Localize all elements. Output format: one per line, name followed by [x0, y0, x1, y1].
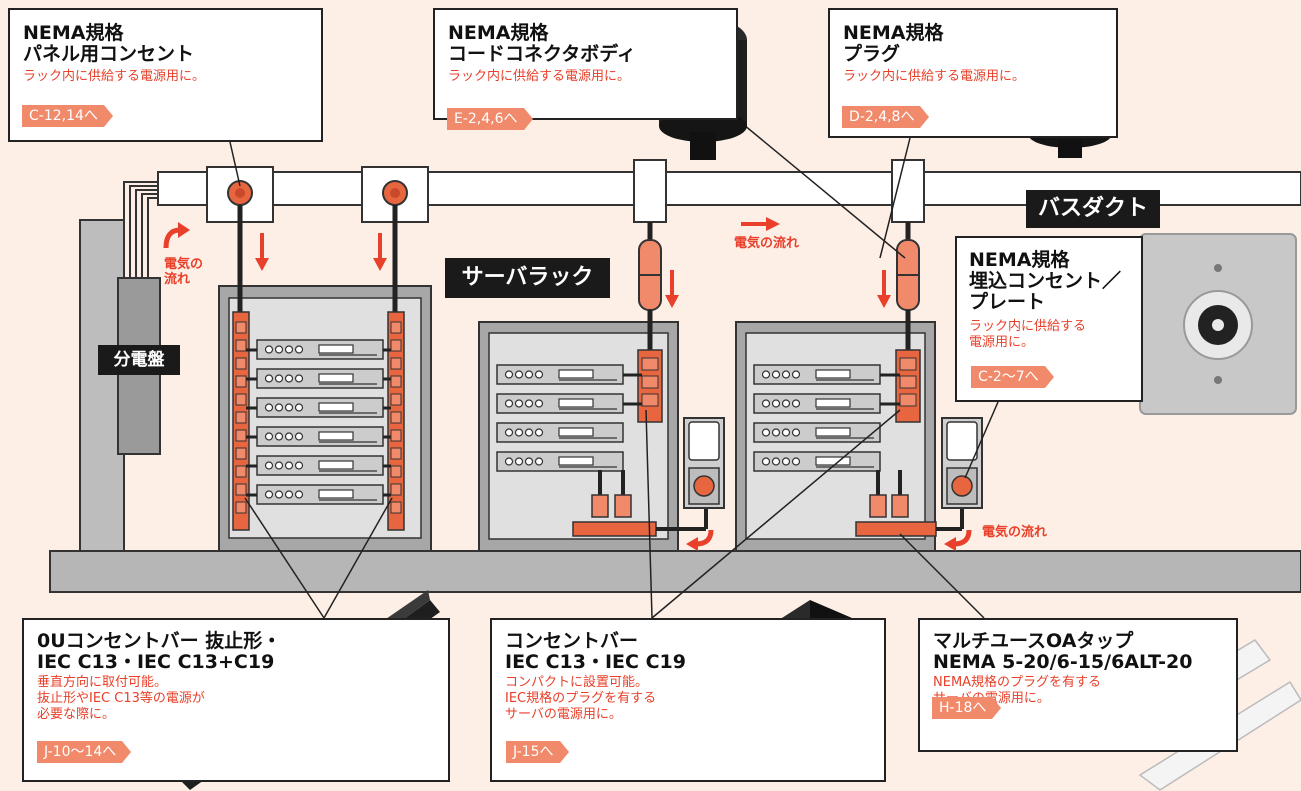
cord-title-2: コードコネクタボディ — [448, 43, 636, 65]
cord-title-1: NEMA規格 — [448, 22, 549, 44]
plug-title-1: NEMA規格 — [843, 22, 944, 44]
flow-label-left: 電気の流れ — [164, 257, 204, 287]
bar-page-tag[interactable]: J-15へ — [506, 741, 569, 763]
zero-u-desc-2: 抜止形やIEC C13等の電源が — [37, 691, 205, 706]
tag-arrow-icon — [103, 105, 113, 127]
multi-page-tag[interactable]: H-18へ — [932, 697, 1002, 719]
panel-title-1: NEMA規格 — [23, 22, 124, 44]
flow-arrows — [163, 217, 972, 551]
multi-title-1: マルチユースOAタップ — [933, 630, 1134, 652]
callout-cord-connector: NEMA規格 コードコネクタボディ ラック内に供給する電源用に。 — [433, 8, 738, 120]
panel-desc: ラック内に供給する電源用に。 — [23, 69, 206, 84]
tag-arrow-icon — [122, 741, 132, 763]
flush-title-3: プレート — [969, 291, 1046, 313]
flush-plate-illustration — [1139, 233, 1297, 415]
multi-title-2: NEMA 5-20/6-15/6ALT-20 — [933, 651, 1193, 673]
flush-desc-2: 電源用に。 — [969, 335, 1035, 350]
floor — [49, 550, 1301, 593]
bar-page-text: J-15へ — [506, 741, 560, 763]
plug-page-text: D-2,4,8へ — [842, 106, 921, 128]
flush-title-1: NEMA規格 — [969, 249, 1070, 271]
plug-desc: ラック内に供給する電源用に。 — [843, 69, 1026, 84]
zero-u-title-1: 0Uコンセントバー 抜止形・ — [37, 630, 282, 652]
zero-u-title-2: IEC C13・IEC C13+C19 — [37, 651, 275, 673]
panelboard-cabinet — [79, 219, 125, 552]
leader-lines — [229, 119, 999, 619]
flush-page-tag[interactable]: C-2〜7へ — [971, 366, 1054, 388]
plug-page-tag[interactable]: D-2,4,8へ — [842, 106, 930, 128]
plug-title-2: プラグ — [843, 43, 901, 65]
panel-page-text: C-12,14へ — [22, 105, 104, 127]
flush-desc-1: ラック内に供給する — [969, 319, 1087, 334]
cord-page-tag[interactable]: E-2,4,6へ — [447, 108, 533, 130]
zero-u-page-text: J-10〜14へ — [37, 741, 123, 763]
panel-title-2: パネル用コンセント — [23, 43, 195, 65]
busduct-label: バスダクト — [1026, 190, 1160, 228]
callout-multi-tap: マルチユースOAタップ NEMA 5-20/6-15/6ALT-20 NEMA規… — [918, 618, 1238, 752]
multi-desc-1: NEMA規格のプラグを有する — [933, 675, 1102, 690]
zero-u-desc-3: 必要な際に。 — [37, 707, 116, 722]
cord-desc: ラック内に供給する電源用に。 — [448, 69, 631, 84]
flow-label-mid: 電気の流れ — [734, 236, 800, 251]
cord-page-text: E-2,4,6へ — [447, 108, 524, 130]
bar-title-2: IEC C13・IEC C19 — [505, 651, 686, 673]
flush-title-2: 埋込コンセント／ — [969, 270, 1122, 292]
bar-desc-1: コンパクトに設置可能。 — [505, 675, 649, 690]
zero-u-desc-1: 垂直方向に取付可能。 — [37, 675, 168, 690]
callout-panel-receptacle: NEMA規格 パネル用コンセント ラック内に供給する電源用に。 — [8, 8, 323, 142]
tag-arrow-icon — [992, 697, 1002, 719]
bar-desc-3: サーバの電源用に。 — [505, 707, 622, 722]
tag-arrow-icon — [920, 106, 930, 128]
server-rack-label: サーバラック — [445, 258, 610, 298]
bar-desc-2: IEC規格のプラグを有する — [505, 691, 657, 706]
panelboard-label: 分電盤 — [98, 345, 180, 375]
panel-page-tag[interactable]: C-12,14へ — [22, 105, 113, 127]
tag-arrow-icon — [1044, 366, 1054, 388]
tag-arrow-icon — [523, 108, 533, 130]
callout-plug: NEMA規格 プラグ ラック内に供給する電源用に。 — [828, 8, 1118, 138]
tag-arrow-icon — [559, 741, 569, 763]
bar-title-1: コンセントバー — [505, 630, 639, 652]
flow-label-bottom: 電気の流れ — [982, 525, 1048, 540]
zero-u-page-tag[interactable]: J-10〜14へ — [37, 741, 132, 763]
flush-page-text: C-2〜7へ — [971, 366, 1045, 388]
callout-outlet-bar: コンセントバー IEC C13・IEC C19 コンパクトに設置可能。 IEC規… — [490, 618, 886, 782]
multi-page-text: H-18へ — [932, 697, 993, 719]
